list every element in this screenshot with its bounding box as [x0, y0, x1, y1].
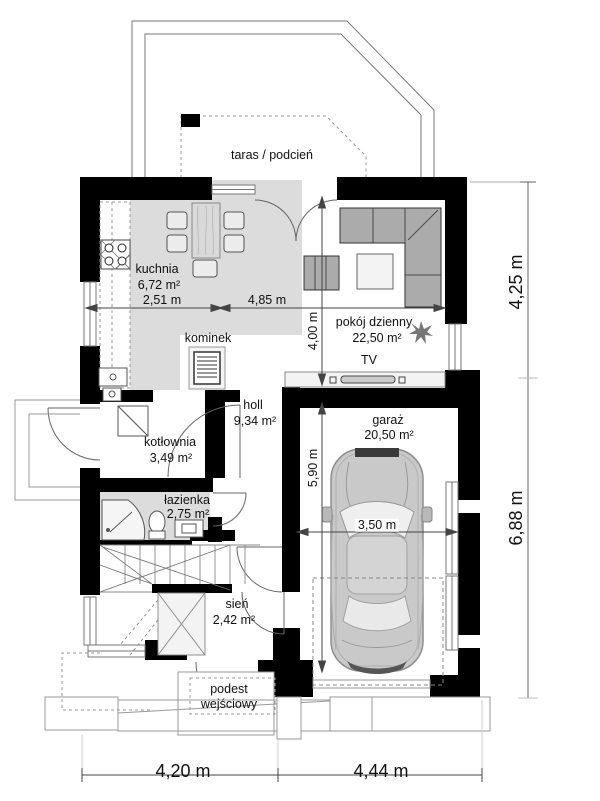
sink — [98, 367, 128, 402]
dim-garage-width: 3,50 m — [354, 519, 400, 532]
boiler — [117, 405, 149, 437]
plant-decoration — [409, 321, 433, 344]
garage-area: 20,50 m² — [364, 427, 414, 442]
dim-living-width: 4,85 m — [247, 292, 287, 307]
corner-sofa — [339, 207, 442, 308]
dim-right-top: 4,25 m — [506, 254, 526, 310]
dim-garage-depth: 5,90 m — [305, 448, 320, 488]
terrace-label: taras / podcień — [231, 147, 313, 162]
tv-sideboard — [284, 371, 446, 388]
garage-door — [312, 679, 431, 689]
living-label: pokój dzienny — [335, 314, 413, 329]
walls — [80, 177, 480, 697]
hall-label: holl — [243, 397, 263, 412]
dimension-lines — [84, 195, 459, 674]
toilet — [148, 510, 166, 540]
car — [321, 448, 433, 674]
tv-label: TV — [361, 352, 377, 367]
shower — [101, 499, 146, 541]
dim-bottom-left: 4,20 m — [155, 761, 211, 781]
windows — [83, 184, 462, 658]
boiler-room-area: 3,49 m² — [149, 450, 193, 465]
bathroom-area: 2,75 m² — [166, 506, 210, 521]
terrace-pillar — [181, 114, 200, 127]
kitchen-counter — [99, 201, 131, 389]
coffee-table — [356, 253, 394, 290]
living-area: 22,50 m² — [352, 330, 402, 345]
vestibule-label: sień — [225, 596, 249, 611]
driveway — [44, 696, 491, 740]
terrace-outline — [131, 20, 435, 178]
hall-area: 9,34 m² — [233, 413, 277, 428]
dimension-bottom — [81, 700, 483, 782]
dim-living-depth: 4,00 m — [305, 311, 320, 351]
garage-label: garaż — [372, 412, 404, 427]
entry-platform-outline — [61, 652, 276, 736]
side-platform — [14, 399, 80, 501]
bathroom-label: łazienka — [164, 492, 210, 507]
entry-platform-label-1: podest — [210, 681, 248, 696]
dim-kitchen-width: 2,51 m — [142, 292, 182, 307]
dim-bottom-right: 4,44 m — [353, 761, 409, 781]
hob — [100, 239, 131, 270]
dining-table — [191, 202, 221, 259]
dining-chairs — [166, 211, 245, 278]
dim-right-bottom: 6,88 m — [506, 490, 526, 546]
dimension-right — [470, 181, 538, 699]
fireplace — [188, 346, 226, 390]
stairs — [99, 544, 260, 656]
garage-gate-dashed — [312, 577, 444, 686]
vestibule-area: 2,42 m² — [212, 612, 256, 627]
kitchen-area: 6,72 m² — [137, 277, 181, 292]
entry-platform-label-2: wejściowy — [200, 696, 258, 711]
kitchen-label: kuchnia — [135, 261, 179, 276]
fireplace-label: kominek — [184, 330, 232, 345]
boiler-room-label: kotłownia — [143, 434, 197, 449]
washbasin — [174, 519, 204, 538]
